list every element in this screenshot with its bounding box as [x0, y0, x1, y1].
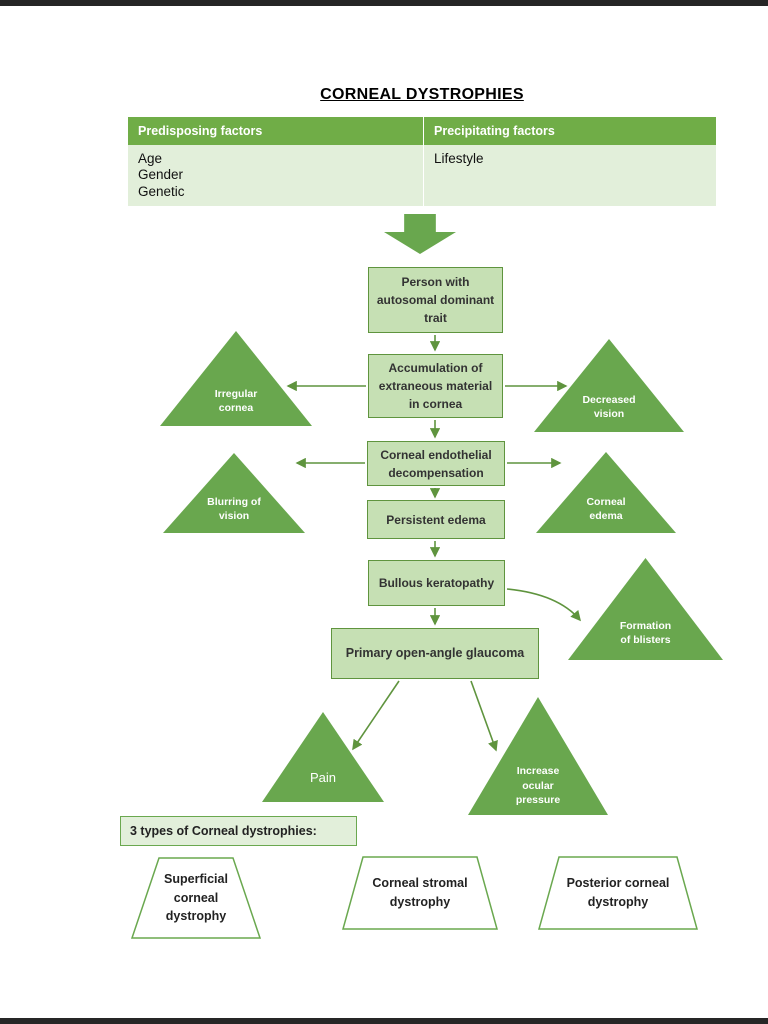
triangle-label-irregular-cornea: Irregular cornea — [214, 387, 258, 414]
triangle-label-blurring-of-vision: Blurring of vision — [207, 495, 261, 522]
triangle-label-pain: Pain — [309, 770, 337, 786]
cell-line-gender: Gender — [138, 167, 184, 183]
down-block-arrow-icon — [384, 214, 456, 254]
triangle-formation-of-blisters: Formation of blisters — [568, 558, 723, 660]
arrow-glaucoma-to-pain — [352, 680, 400, 751]
flow-box-decompensation: Corneal endothelial decompensation — [367, 441, 505, 486]
arrow-bullous-to-formation-of-blisters — [506, 588, 582, 622]
trapezoid-outline — [538, 856, 698, 930]
flow-box-glaucoma: Primary open-angle glaucoma — [331, 628, 539, 679]
triangle-pain: Pain — [262, 712, 384, 802]
table-header-precipitating: Precipitating factors — [434, 124, 555, 138]
triangle-increase-ocular-pressure: Increase ocular pressure — [468, 697, 608, 815]
triangle-label-formation-of-blisters: Formation of blisters — [619, 619, 672, 646]
flow-box-persistent-edema: Persistent edema — [367, 500, 505, 539]
type-shape-posterior-corneal-dystrophy: Posterior corneal dystrophy — [538, 856, 698, 930]
triangle-blurring-of-vision: Blurring of vision — [163, 453, 305, 533]
type-label-superficial: Superficial corneal dystrophy — [164, 871, 228, 924]
table-header-row: Predisposing factors Precipitating facto… — [128, 117, 716, 145]
triangle-label-decreased-vision: Decreased vision — [582, 393, 636, 420]
page-title: CORNEAL DYSTROPHIES — [320, 86, 524, 103]
triangle-label-increase-ocular-pressure: Increase ocular pressure — [515, 765, 561, 806]
table-cell-predisposing: Age Gender Genetic — [128, 145, 424, 207]
factors-table: Predisposing factors Precipitating facto… — [128, 117, 716, 207]
table-body-row: Age Gender Genetic Lifestyle — [128, 145, 716, 207]
flow-box-bullous-keratopathy: Bullous keratopathy — [368, 560, 505, 606]
type-label-stromal: Corneal stromal dystrophy — [372, 876, 468, 909]
type-label-posterior: Posterior corneal dystrophy — [566, 876, 670, 909]
viewer-edge-top — [0, 0, 768, 6]
table-cell-precipitating: Lifestyle — [424, 145, 716, 206]
type-shape-superficial-corneal-dystrophy: Superficial corneal dystrophy — [131, 857, 261, 939]
cell-line-lifestyle: Lifestyle — [434, 151, 484, 166]
type-shape-corneal-stromal-dystrophy: Corneal stromal dystrophy — [342, 856, 498, 930]
flow-box-person: Person with autosomal dominant trait — [368, 267, 503, 333]
table-header-predisposing: Predisposing factors — [128, 117, 424, 145]
cell-line-age: Age — [138, 151, 163, 166]
trapezoid-outline — [342, 856, 498, 930]
triangle-label-corneal-edema: Corneal edema — [586, 495, 626, 522]
arrow-glaucoma-to-increase-pressure — [470, 680, 498, 752]
types-heading: 3 types of Corneal dystrophies: — [120, 816, 357, 846]
triangle-irregular-cornea: Irregular cornea — [160, 331, 312, 426]
trapezoid-outline — [131, 857, 261, 939]
triangle-corneal-edema: Corneal edema — [536, 452, 676, 533]
cell-line-genetic: Genetic — [138, 183, 185, 199]
triangle-decreased-vision: Decreased vision — [534, 339, 684, 432]
viewer-edge-bottom — [0, 1018, 768, 1024]
flow-box-accumulation: Accumulation of extraneous material in c… — [368, 354, 503, 418]
